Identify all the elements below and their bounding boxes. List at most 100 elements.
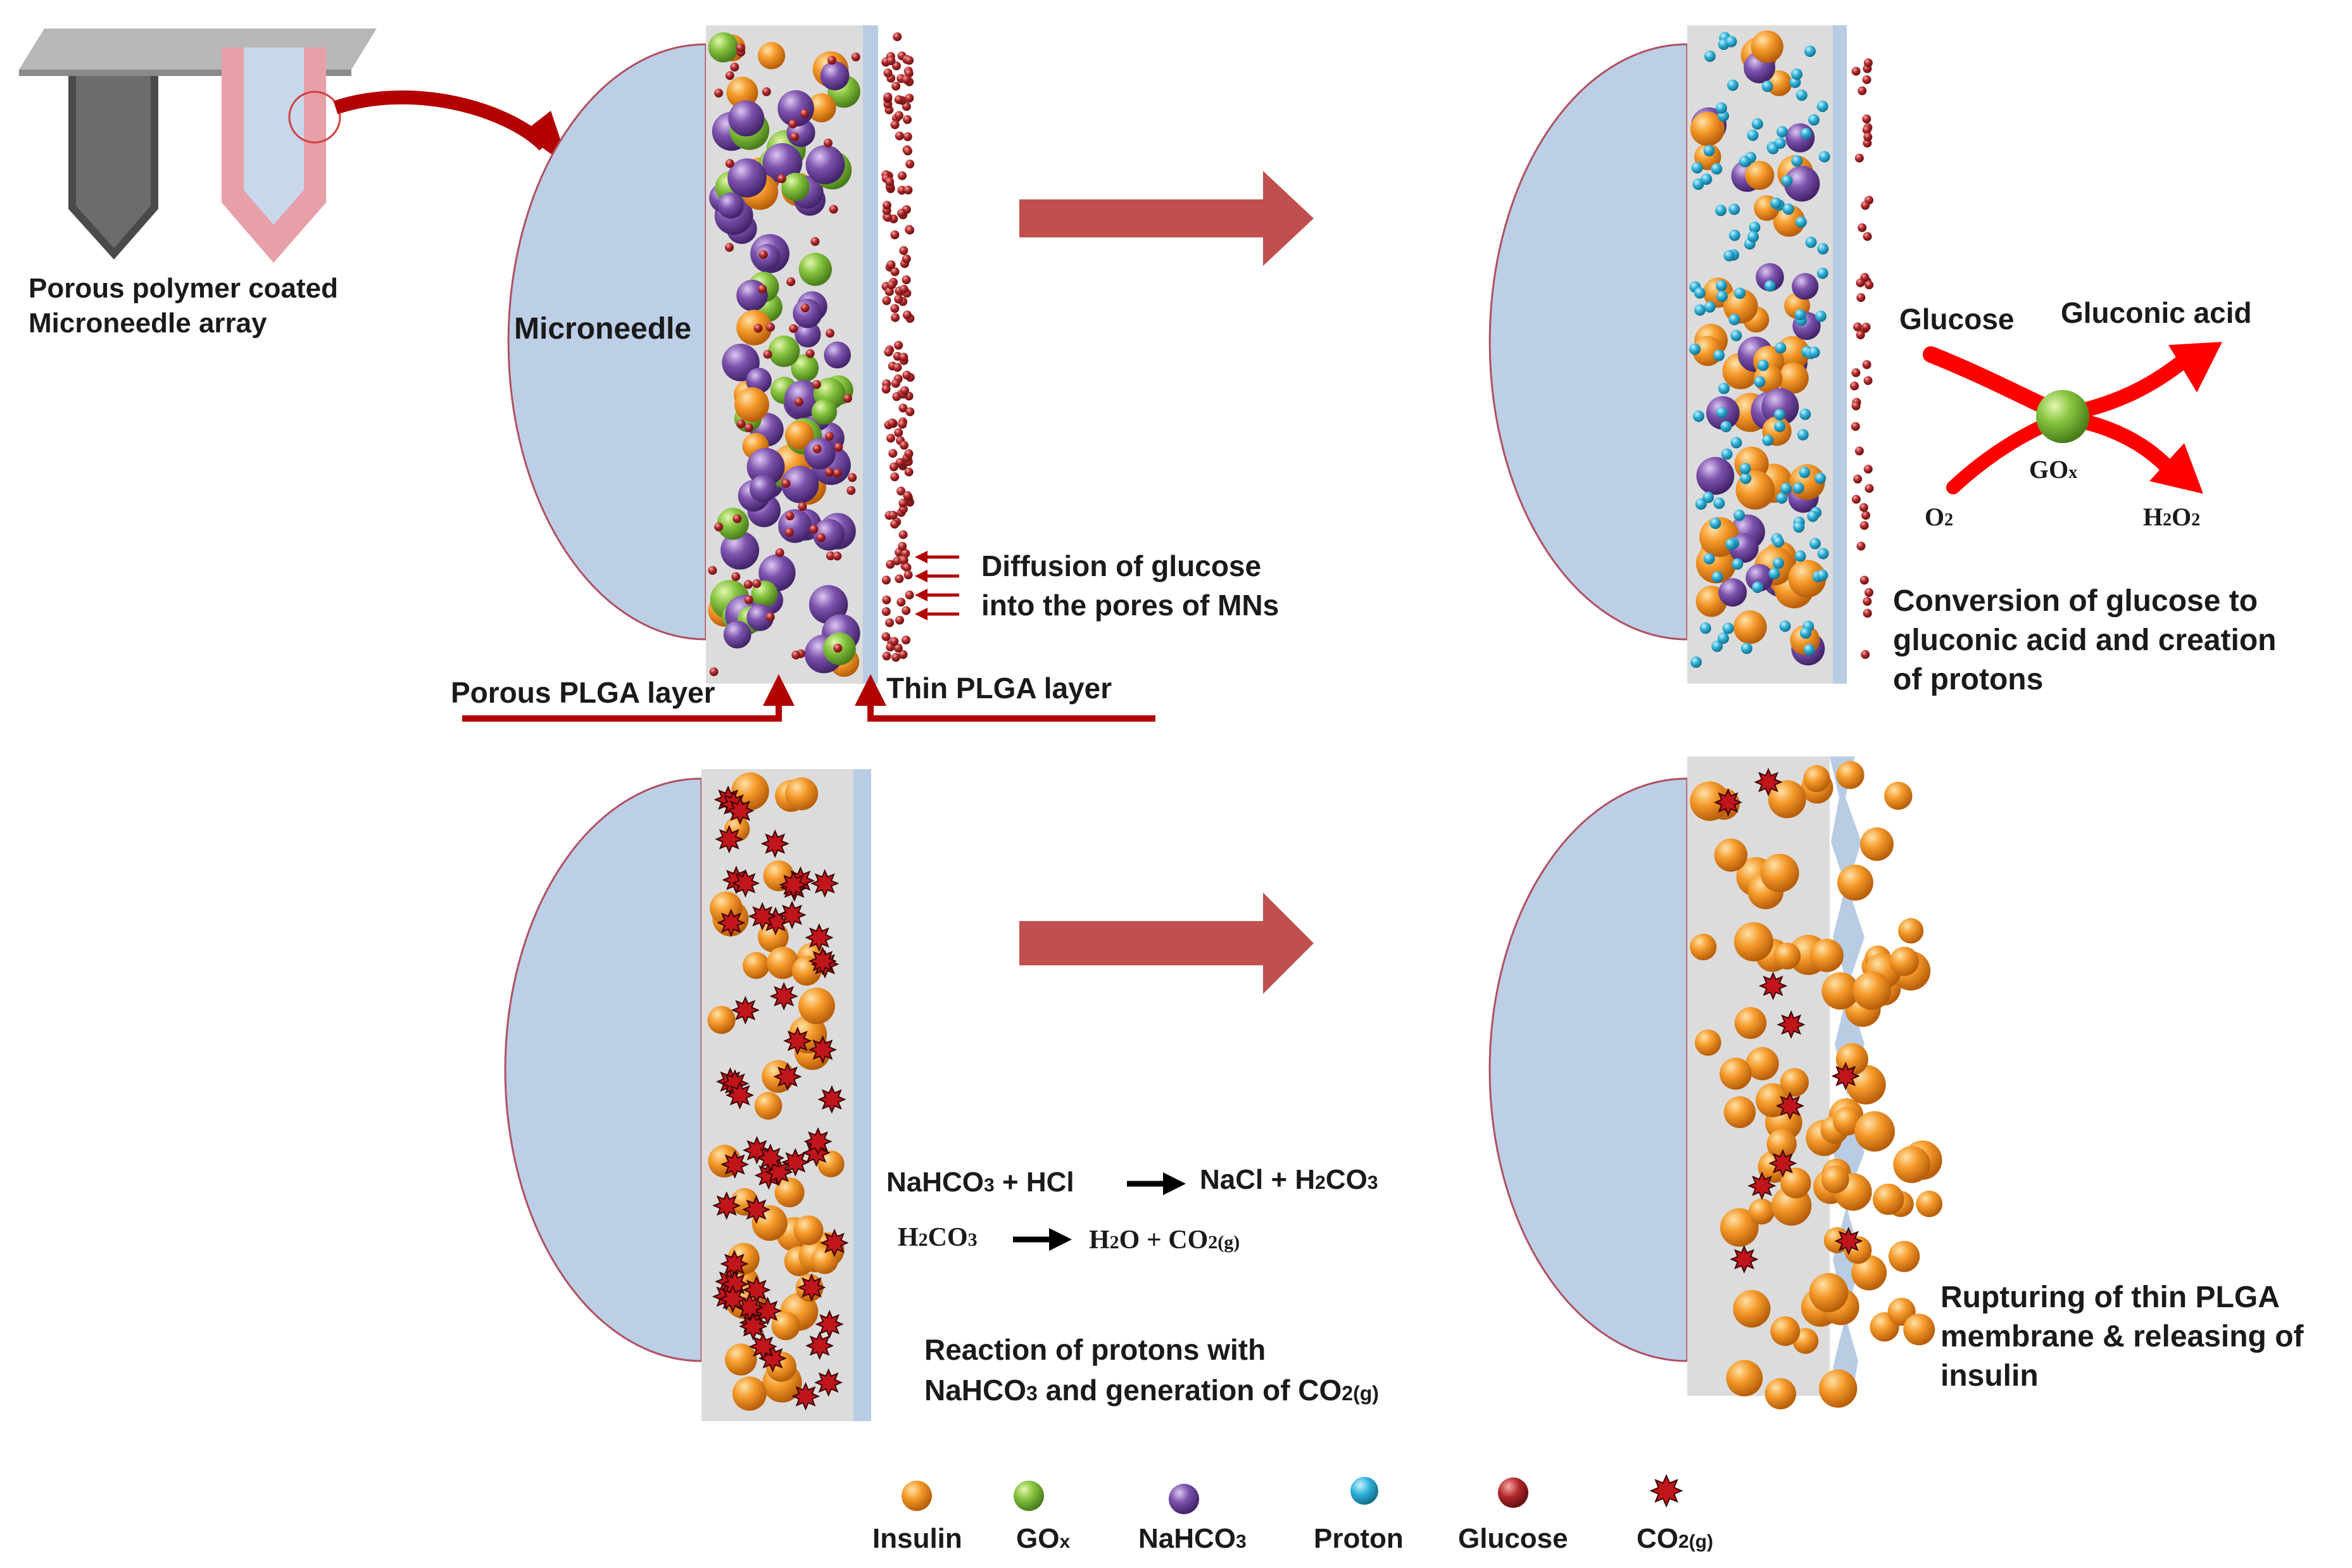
proton-particle [1816, 267, 1828, 279]
insulin-particle [1734, 1007, 1767, 1039]
glucose-particle [794, 397, 803, 406]
glucose-particle [714, 522, 724, 532]
thin-layer-label: Thin PLGA layer [886, 672, 1112, 705]
nahco3-particle [746, 367, 772, 394]
insulin-particle [784, 420, 814, 450]
glucose-particle [898, 403, 908, 413]
diffusion-caption-line1: Diffusion of glucose [981, 549, 1261, 582]
proton-particle [1792, 482, 1804, 494]
nahco3-particle [749, 475, 777, 503]
co2-bubble-icon [717, 908, 746, 938]
proton-particle [1702, 491, 1714, 503]
glucose-particle [1850, 381, 1859, 391]
proton-particle [1808, 346, 1820, 358]
glucose-particle [886, 560, 895, 569]
insulin-particle [1695, 1029, 1721, 1056]
co2-bubble-icon [805, 1331, 834, 1360]
glucose-particle [709, 667, 719, 677]
nahco3-particle [793, 298, 822, 329]
co2-bubble-icon [1649, 1474, 1683, 1508]
proton-particle [1691, 162, 1703, 173]
legend-insulin-icon [902, 1481, 932, 1511]
glucose-particle [812, 380, 821, 389]
array-caption-line2: Microneedle array [28, 308, 267, 339]
proton-particle [1725, 538, 1737, 550]
insulin-particle [793, 1215, 824, 1245]
nahco3-particle [804, 437, 836, 470]
glucose-particle [762, 87, 771, 96]
glucose-particle [788, 119, 798, 129]
proton-particle [1775, 342, 1787, 354]
panel-reaction [504, 769, 871, 1421]
glucose-particle [903, 146, 912, 156]
curved-arrow-icon [333, 90, 550, 151]
co2-bubble-icon [748, 901, 777, 931]
proton-particle [1690, 656, 1702, 668]
glucose-particle [800, 109, 809, 118]
glucose-particle [903, 132, 912, 141]
glucose-particle [888, 449, 898, 458]
co2-bubble-icon [1754, 767, 1783, 797]
glucose-particle [896, 486, 906, 496]
proton-particle [1709, 517, 1721, 529]
glucose-particle [904, 467, 914, 477]
microneedle-body [1488, 43, 1689, 641]
glucose-particle [1863, 597, 1872, 606]
proton-particle [1728, 313, 1740, 325]
proton-particle [1715, 102, 1727, 114]
glucose-particle [902, 75, 911, 84]
glucose-particle [1862, 125, 1871, 135]
glucose-particle [1851, 422, 1860, 431]
co2-bubble-icon [820, 1228, 849, 1257]
glucose-particle [714, 89, 724, 97]
glucose-particle [1862, 360, 1871, 369]
glucose-particle [893, 32, 902, 42]
glucose-particle [890, 304, 900, 313]
glucose-particle [1863, 58, 1873, 68]
glucose-particle [1861, 322, 1871, 332]
glucose-particle [884, 287, 894, 296]
glucose-particle [894, 294, 903, 304]
insulin-particle [1884, 781, 1913, 810]
glucose-particle [883, 213, 893, 222]
proton-particle [1739, 463, 1751, 475]
proton-particle [1703, 553, 1715, 565]
glucose-particle [763, 349, 772, 359]
glucose-particle [1861, 201, 1870, 210]
glucose-particle [890, 472, 900, 482]
proton-particle [1797, 429, 1809, 441]
insulin-particle [774, 1177, 805, 1208]
glucose-particle [888, 510, 898, 520]
proton-particle [1807, 510, 1819, 522]
proton-particle [1761, 80, 1773, 92]
glucose-particle [895, 615, 904, 625]
panel-conversion [1488, 25, 2222, 684]
proton-particle [1794, 550, 1806, 562]
co2-bubble-icon [781, 1148, 810, 1177]
glucose-particle [903, 185, 913, 195]
proton-particle [1795, 89, 1808, 101]
glucose-particle [809, 525, 819, 534]
reaction-caption-line2: NaHCO3 and generation of CO2(g) [924, 1374, 1379, 1407]
glucose-particle [903, 570, 913, 580]
glucose-particle [903, 310, 912, 320]
insulin-particle [1766, 1129, 1797, 1160]
proton-particle [1723, 249, 1735, 261]
co2-bubble-icon [1777, 1010, 1806, 1039]
proton-particle [1799, 467, 1811, 479]
gox-particle [781, 173, 810, 201]
proton-particle [1817, 243, 1829, 254]
glucose-particle [784, 528, 794, 537]
insulin-particle [1777, 362, 1809, 394]
proton-particle [1747, 230, 1759, 242]
equation-2-left: H2CO3 [898, 1223, 978, 1252]
glucose-particle [898, 498, 908, 508]
insulin-particle [1873, 1183, 1904, 1215]
glucose-particle [893, 363, 902, 372]
proton-particle [1716, 406, 1728, 418]
insulin-particle [1898, 918, 1924, 944]
nahco3-particle [824, 341, 851, 369]
gluconic-acid-label: Gluconic acid [2061, 296, 2252, 329]
legend-gox-icon [1014, 1481, 1044, 1511]
